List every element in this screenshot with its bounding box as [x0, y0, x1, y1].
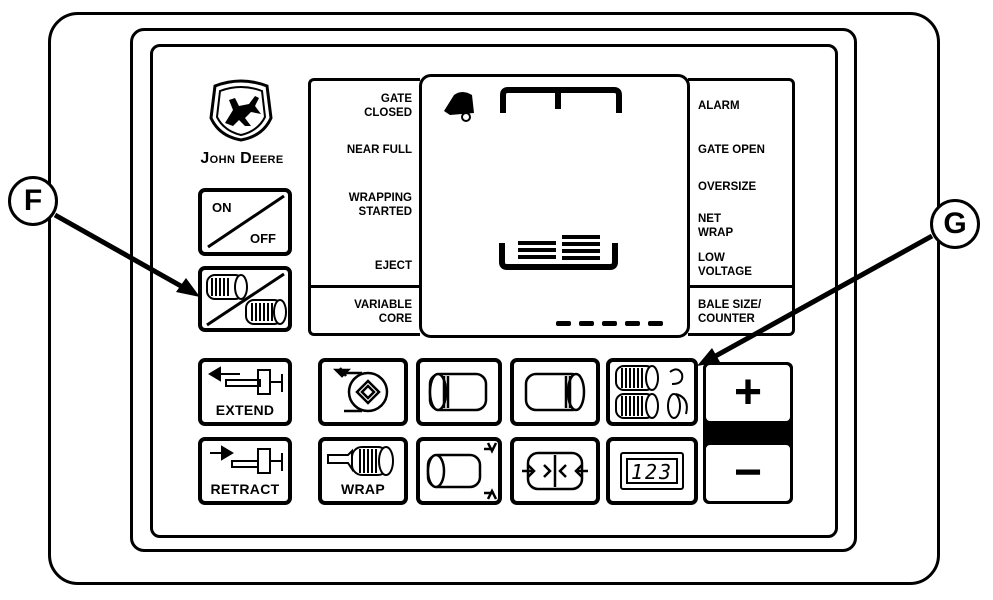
indicator-frame-right — [688, 78, 795, 336]
counter-digits: 123 — [630, 460, 674, 484]
console-mid-bezel — [130, 28, 857, 552]
extend-label: EXTEND — [215, 402, 275, 418]
retract-button[interactable]: RETRACT — [198, 437, 292, 505]
deer-logo-icon — [209, 79, 273, 142]
eject-indicator: EJECT — [374, 260, 412, 272]
variable-core-indicator: VARIABLE CORE — [320, 298, 412, 326]
bale-size-counter-indicator: BALE SIZE/ COUNTER — [698, 298, 790, 326]
indicator-divider-right — [688, 285, 795, 288]
density-wrap-select-button[interactable] — [606, 358, 698, 426]
bale-cylinder-icon — [428, 372, 488, 412]
brand-name: John Deere — [186, 150, 298, 168]
indicator-frame-left — [308, 78, 420, 336]
variable-core-line2: CORE — [378, 313, 412, 325]
off-label: OFF — [250, 231, 276, 246]
retract-label: RETRACT — [210, 481, 280, 497]
low-voltage-line1: LOW — [698, 252, 725, 264]
callout-f: F — [8, 176, 58, 226]
bale-squeeze-icon — [522, 451, 588, 491]
counter-button[interactable]: 123 — [606, 437, 698, 505]
variable-core-line1: VARIABLE — [354, 299, 412, 311]
bale-roll-right-button[interactable] — [510, 358, 600, 426]
net-wrap-line2: WRAP — [698, 227, 734, 239]
gate-closed-indicator: GATE CLOSED — [320, 92, 412, 120]
gate-button[interactable] — [318, 358, 408, 426]
bale-size-line1: BALE SIZE/ — [698, 299, 762, 311]
minus-button[interactable]: − — [703, 442, 793, 504]
net-wrap-roll-icon — [327, 446, 394, 476]
net-wrap-indicator: NET WRAP — [698, 212, 790, 240]
lcd-display — [419, 74, 690, 338]
bale-core-icon — [206, 272, 287, 327]
bale-size-line2: COUNTER — [698, 313, 755, 325]
plus-label: + — [733, 366, 763, 419]
near-full-indicator: NEAR FULL — [346, 144, 412, 156]
low-voltage-indicator: LOW VOLTAGE — [698, 251, 790, 279]
gate-roller-icon — [332, 367, 389, 413]
indicator-divider-left — [308, 285, 420, 288]
counter-display-icon: 123 — [620, 452, 684, 490]
extend-button[interactable]: EXTEND — [198, 358, 292, 426]
bale-cylinder-icon — [524, 372, 586, 412]
retract-arrow-icon — [210, 445, 283, 474]
on-off-button[interactable]: ON OFF — [198, 188, 292, 256]
net-wrap-line1: NET — [698, 213, 721, 225]
diagonal-divider-icon — [207, 194, 285, 249]
low-voltage-line2: VOLTAGE — [698, 266, 752, 278]
bale-roll-left-button[interactable] — [416, 358, 502, 426]
wrapping-started-line1: WRAPPING — [348, 192, 412, 204]
bale-diameter-icon — [426, 442, 498, 500]
brand-name-text: John Deere — [200, 150, 284, 167]
wrapping-started-indicator: WRAPPING STARTED — [320, 191, 412, 219]
baler-icon — [444, 92, 474, 122]
on-label: ON — [212, 200, 232, 215]
gate-closed-line1: GATE — [380, 93, 412, 105]
gate-closed-line2: CLOSED — [364, 107, 412, 119]
bale-density-icon — [615, 365, 688, 419]
minus-label: − — [733, 446, 763, 499]
core-density-button[interactable] — [198, 266, 292, 332]
john-deere-logo — [205, 78, 277, 142]
wrap-label: WRAP — [341, 481, 385, 497]
callout-g: G — [930, 199, 980, 249]
bale-squeeze-button[interactable] — [510, 437, 600, 505]
bale-chamber-icon — [499, 87, 663, 326]
bale-size-button[interactable] — [416, 437, 502, 505]
counter-display-inner: 123 — [626, 458, 678, 484]
wrapping-started-line2: STARTED — [358, 206, 412, 218]
wrap-button[interactable]: WRAP — [318, 437, 408, 505]
gate-open-indicator: GATE OPEN — [698, 144, 765, 156]
plus-button[interactable]: + — [703, 362, 793, 424]
alarm-indicator: ALARM — [698, 100, 740, 112]
oversize-indicator: OVERSIZE — [698, 181, 757, 193]
extend-arrow-icon — [208, 366, 283, 395]
